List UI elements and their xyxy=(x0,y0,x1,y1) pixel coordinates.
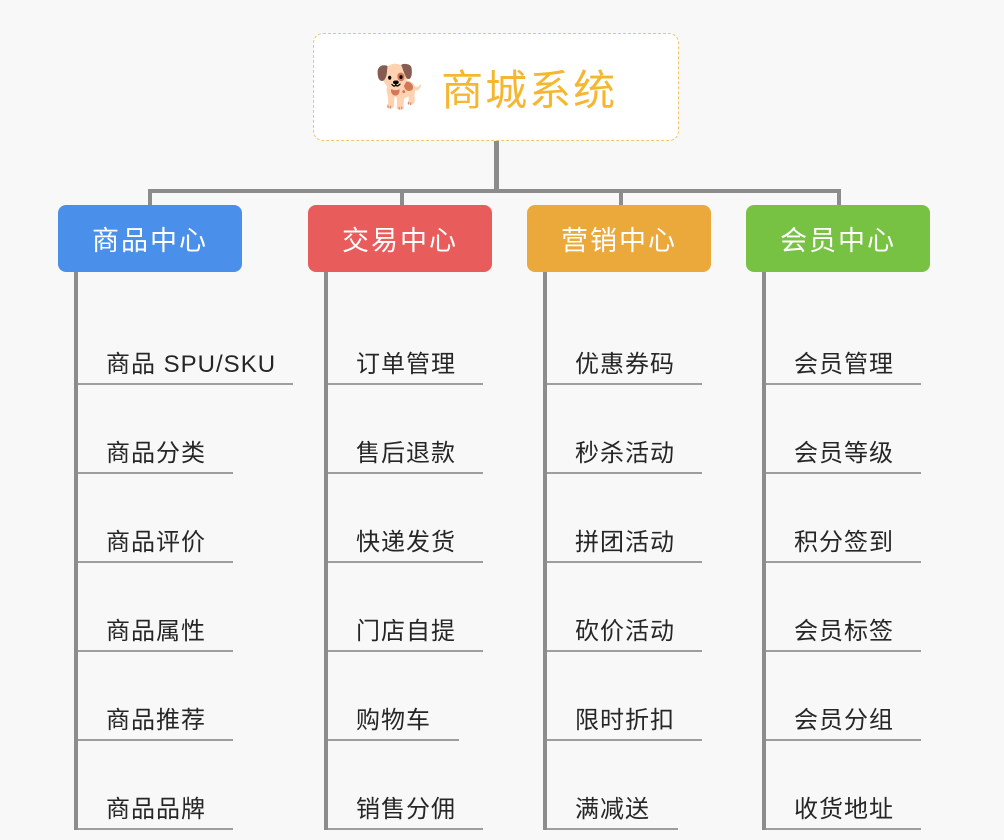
leaf-underline xyxy=(766,828,921,830)
list-item[interactable]: 收货地址 xyxy=(766,741,976,830)
list-item[interactable]: 会员管理 xyxy=(766,296,976,385)
list-item[interactable]: 积分签到 xyxy=(766,474,976,563)
leaf-label: 商品 SPU/SKU xyxy=(106,351,277,378)
leaf-underline xyxy=(328,739,459,741)
leaf-underline xyxy=(328,650,483,652)
root-node-商城系统[interactable]: 🐕 商城系统 xyxy=(313,33,679,141)
branch-trade-center: 交易中心 订单管理 售后退款 快递发货 门店自提 购物车 xyxy=(308,205,538,830)
list-item[interactable]: 商品品牌 xyxy=(78,741,288,830)
leaf-label: 积分签到 xyxy=(794,529,894,556)
branch-header-trade-center[interactable]: 交易中心 xyxy=(308,205,492,272)
leaf-underline xyxy=(328,561,483,563)
leaf-label: 秒杀活动 xyxy=(575,440,675,467)
leaf-underline xyxy=(328,383,483,385)
leaf-underline xyxy=(78,561,233,563)
root-node-title: 商城系统 xyxy=(441,66,618,114)
branch-marketing-center: 营销中心 优惠券码 秒杀活动 拼团活动 砍价活动 限时折扣 xyxy=(527,205,757,830)
leaf-label: 商品评价 xyxy=(106,529,206,556)
branch-body-product-center: 商品 SPU/SKU 商品分类 商品评价 商品属性 商品推荐 商品品牌 xyxy=(74,272,293,830)
list-item[interactable]: 商品属性 xyxy=(78,563,288,652)
list-item[interactable]: 商品评价 xyxy=(78,474,288,563)
leaf-label: 商品推荐 xyxy=(106,707,206,734)
list-item[interactable]: 销售分佣 xyxy=(328,741,538,830)
leaf-label: 销售分佣 xyxy=(356,796,456,823)
list-item[interactable]: 购物车 xyxy=(328,652,538,741)
leaf-underline xyxy=(766,650,921,652)
leaf-label: 会员标签 xyxy=(794,618,894,645)
branch-header-label: 交易中心 xyxy=(342,226,458,256)
list-item[interactable]: 商品推荐 xyxy=(78,652,288,741)
leaf-label: 限时折扣 xyxy=(575,707,675,734)
connector-drop-marketing-center xyxy=(619,189,623,207)
leaf-label: 订单管理 xyxy=(356,351,456,378)
leaf-underline xyxy=(547,739,702,741)
connector-drop-member-center xyxy=(837,189,841,207)
branch-header-member-center[interactable]: 会员中心 xyxy=(746,205,930,272)
connector-root-stem xyxy=(494,141,499,191)
leaf-label: 会员等级 xyxy=(794,440,894,467)
leaf-label: 门店自提 xyxy=(356,618,456,645)
list-item[interactable]: 快递发货 xyxy=(328,474,538,563)
leaf-label: 售后退款 xyxy=(356,440,456,467)
list-item[interactable]: 订单管理 xyxy=(328,296,538,385)
leaf-underline xyxy=(547,561,702,563)
connector-horizontal-bus xyxy=(150,189,840,193)
list-item[interactable]: 商品分类 xyxy=(78,385,288,474)
leaf-label: 快递发货 xyxy=(356,529,456,556)
leaf-label: 拼团活动 xyxy=(575,529,675,556)
branch-body-trade-center: 订单管理 售后退款 快递发货 门店自提 购物车 销售分佣 xyxy=(324,272,538,830)
leaf-label: 会员管理 xyxy=(794,351,894,378)
leaf-label: 商品分类 xyxy=(106,440,206,467)
connector-drop-trade-center xyxy=(400,189,404,207)
leaf-label: 会员分组 xyxy=(794,707,894,734)
leaf-underline xyxy=(78,383,293,385)
branch-header-marketing-center[interactable]: 营销中心 xyxy=(527,205,711,272)
list-item[interactable]: 拼团活动 xyxy=(547,474,757,563)
leaf-label: 商品属性 xyxy=(106,618,206,645)
leaf-underline xyxy=(78,828,233,830)
list-item[interactable]: 秒杀活动 xyxy=(547,385,757,474)
leaf-underline xyxy=(766,472,921,474)
list-item[interactable]: 售后退款 xyxy=(328,385,538,474)
leaf-underline xyxy=(547,472,702,474)
leaf-label: 砍价活动 xyxy=(575,618,675,645)
list-item[interactable]: 会员分组 xyxy=(766,652,976,741)
leaf-label: 满减送 xyxy=(575,796,650,823)
branch-body-member-center: 会员管理 会员等级 积分签到 会员标签 会员分组 收货地址 xyxy=(762,272,976,830)
leaf-underline xyxy=(547,828,678,830)
branch-header-label: 营销中心 xyxy=(561,226,677,256)
list-item[interactable]: 优惠券码 xyxy=(547,296,757,385)
list-item[interactable]: 商品 SPU/SKU xyxy=(78,296,293,385)
list-item[interactable]: 满减送 xyxy=(547,741,757,830)
branch-product-center: 商品中心 商品 SPU/SKU 商品分类 商品评价 商品属性 商品推荐 xyxy=(58,205,293,830)
leaf-underline xyxy=(766,739,921,741)
leaf-underline xyxy=(328,472,483,474)
branch-header-product-center[interactable]: 商品中心 xyxy=(58,205,242,272)
list-item[interactable]: 限时折扣 xyxy=(547,652,757,741)
leaf-underline xyxy=(78,472,233,474)
branch-header-label: 会员中心 xyxy=(780,226,896,256)
list-item[interactable]: 会员等级 xyxy=(766,385,976,474)
leaf-label: 优惠券码 xyxy=(575,351,675,378)
leaf-underline xyxy=(328,828,483,830)
leaf-underline xyxy=(78,739,233,741)
leaf-underline xyxy=(547,383,702,385)
leaf-label: 购物车 xyxy=(356,707,431,734)
list-item[interactable]: 砍价活动 xyxy=(547,563,757,652)
branch-header-label: 商品中心 xyxy=(92,226,208,256)
leaf-underline xyxy=(78,650,233,652)
leaf-underline xyxy=(547,650,702,652)
connector-drop-product-center xyxy=(148,189,152,207)
shiba-dog-face-icon: 🐕 xyxy=(374,63,428,110)
leaf-underline xyxy=(766,383,921,385)
leaf-label: 商品品牌 xyxy=(106,796,206,823)
branch-member-center: 会员中心 会员管理 会员等级 积分签到 会员标签 会员分组 xyxy=(746,205,976,830)
list-item[interactable]: 门店自提 xyxy=(328,563,538,652)
list-item[interactable]: 会员标签 xyxy=(766,563,976,652)
leaf-label: 收货地址 xyxy=(794,796,894,823)
branch-body-marketing-center: 优惠券码 秒杀活动 拼团活动 砍价活动 限时折扣 满减送 xyxy=(543,272,757,830)
leaf-underline xyxy=(766,561,921,563)
